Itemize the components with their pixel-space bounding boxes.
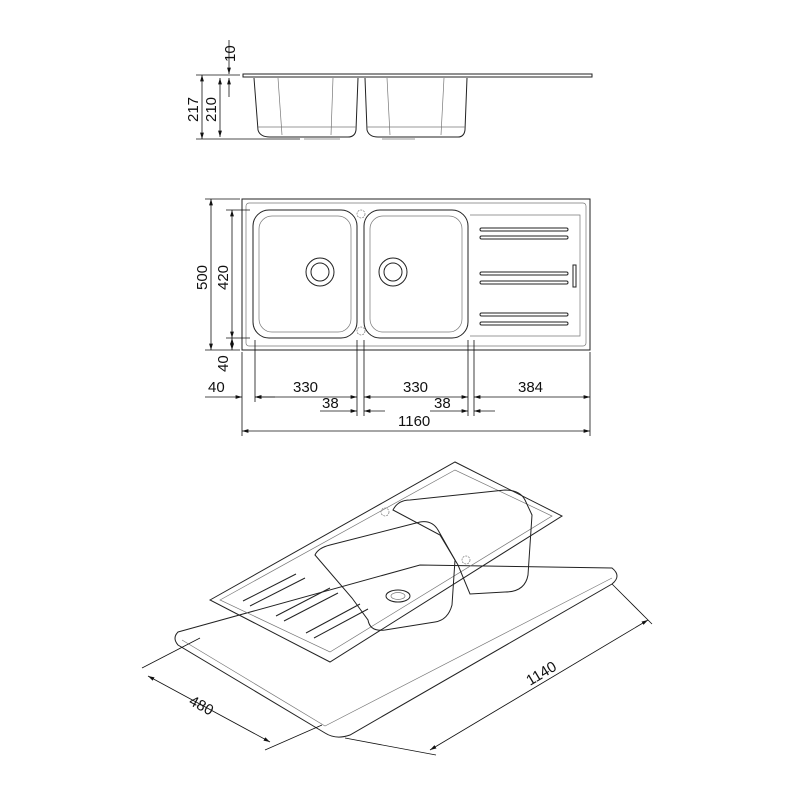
dim-rim-label: 10 [222,45,239,62]
dim-cutout-depth-label: 480 [186,693,216,720]
dim-front-margin-label: 40 [215,355,232,372]
plan-view: 500 420 40 40 330 330 384 38 38 1160 [194,198,591,436]
iso-view: 480 1140 [141,461,653,756]
dim-bowl-length-label: 420 [215,265,232,290]
dim-depth-label: 500 [194,265,211,290]
dim-left-margin-label: 40 [208,379,225,396]
dim-total-width-label: 1160 [398,413,430,430]
dim-cutout-width-label: 1140 [523,658,559,689]
dim-gap1-label: 38 [322,395,339,412]
side-view: 10 217 210 [185,40,593,140]
dim-bowl1-width-label: 330 [293,379,318,396]
dim-gap2-label: 38 [434,395,451,412]
dim-total-height-label: 217 [185,97,202,122]
dim-bowl-depth-label: 210 [203,97,220,122]
dim-bowl2-width-label: 330 [403,379,428,396]
dim-drainer-width-label: 384 [518,379,543,396]
